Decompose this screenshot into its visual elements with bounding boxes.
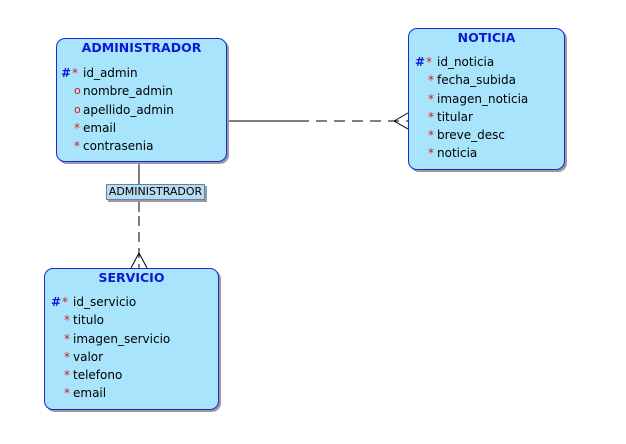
attribute-row[interactable]: * titular: [409, 108, 564, 126]
attribute-name: nombre_admin: [83, 84, 173, 99]
mandatory-marker: *: [72, 66, 78, 80]
attribute-row[interactable]: * contrasenia: [57, 137, 226, 155]
mandatory-marker: *: [74, 120, 80, 135]
attribute-name: apellido_admin: [83, 102, 174, 117]
mandatory-marker: *: [74, 139, 80, 154]
attribute-row[interactable]: # * id_noticia: [409, 53, 564, 71]
optional-marker: o: [74, 84, 81, 98]
attribute-name: valor: [73, 349, 104, 364]
relationship-administrador-noticia[interactable]: [227, 112, 409, 130]
relationship-administrador-servicio[interactable]: [130, 162, 148, 269]
attribute-list: # * id_admin o nombre_admin o apellido_a…: [57, 64, 226, 155]
entity-title: ADMINISTRADOR: [81, 40, 202, 55]
relationship-label[interactable]: ADMINISTRADOR: [106, 184, 205, 200]
mandatory-marker: *: [64, 331, 70, 346]
attribute-row[interactable]: * breve_desc: [409, 126, 564, 144]
attribute-name: email: [83, 120, 117, 135]
attribute-list: # * id_servicio * titulo * imagen_servic…: [45, 293, 218, 403]
attribute-name: noticia: [437, 146, 478, 161]
attribute-row[interactable]: o apellido_admin: [57, 101, 226, 119]
attribute-name: id_noticia: [437, 55, 495, 69]
attribute-row[interactable]: * email: [45, 384, 218, 402]
mandatory-marker: *: [428, 91, 434, 106]
attribute-row[interactable]: * telefono: [45, 366, 218, 384]
entity-administrador[interactable]: ADMINISTRADOR # * id_admin o nombre_admi…: [56, 38, 227, 162]
attribute-row[interactable]: o nombre_admin: [57, 82, 226, 100]
attribute-name: imagen_servicio: [73, 331, 171, 346]
attribute-row[interactable]: * fecha_subida: [409, 71, 564, 89]
attribute-name: telefono: [73, 368, 123, 383]
mandatory-marker: *: [428, 73, 434, 88]
attribute-row[interactable]: # * id_servicio: [45, 293, 218, 311]
attribute-name: fecha_subida: [437, 73, 516, 88]
entity-servicio[interactable]: SERVICIO # * id_servicio * titulo * imag…: [44, 268, 219, 410]
attribute-row[interactable]: * imagen_noticia: [409, 90, 564, 108]
entity-title: SERVICIO: [98, 270, 165, 285]
attribute-row[interactable]: * titulo: [45, 311, 218, 329]
optional-marker: o: [74, 102, 81, 116]
attribute-name: contrasenia: [83, 139, 154, 154]
attribute-name: id_admin: [83, 66, 138, 80]
crows-foot-icon: [130, 252, 148, 269]
primary-key-icon: #: [51, 295, 62, 309]
entity-noticia[interactable]: NOTICIA # * id_noticia * fecha_subida * …: [408, 28, 565, 170]
mandatory-marker: *: [64, 349, 70, 364]
primary-key-icon: #: [61, 66, 72, 80]
crows-foot-icon: [393, 112, 409, 130]
mandatory-marker: *: [64, 368, 70, 383]
mandatory-marker: *: [428, 128, 434, 143]
entity-title: NOTICIA: [457, 30, 516, 45]
attribute-row[interactable]: * noticia: [409, 144, 564, 162]
mandatory-marker: *: [428, 146, 434, 161]
attribute-name: imagen_noticia: [437, 91, 529, 106]
mandatory-marker: *: [62, 295, 68, 309]
attribute-name: email: [73, 386, 107, 401]
mandatory-marker: *: [428, 109, 434, 124]
attribute-list: # * id_noticia * fecha_subida * imagen_n…: [409, 53, 564, 163]
attribute-row[interactable]: * imagen_servicio: [45, 330, 218, 348]
attribute-name: titulo: [73, 313, 105, 328]
attribute-name: id_servicio: [73, 295, 137, 309]
attribute-name: titular: [437, 109, 473, 124]
primary-key-icon: #: [415, 55, 426, 69]
attribute-name: breve_desc: [437, 128, 506, 143]
attribute-row[interactable]: * email: [57, 119, 226, 137]
mandatory-marker: *: [426, 55, 432, 69]
attribute-row[interactable]: * valor: [45, 348, 218, 366]
mandatory-marker: *: [64, 386, 70, 401]
mandatory-marker: *: [64, 313, 70, 328]
attribute-row[interactable]: # * id_admin: [57, 64, 226, 82]
